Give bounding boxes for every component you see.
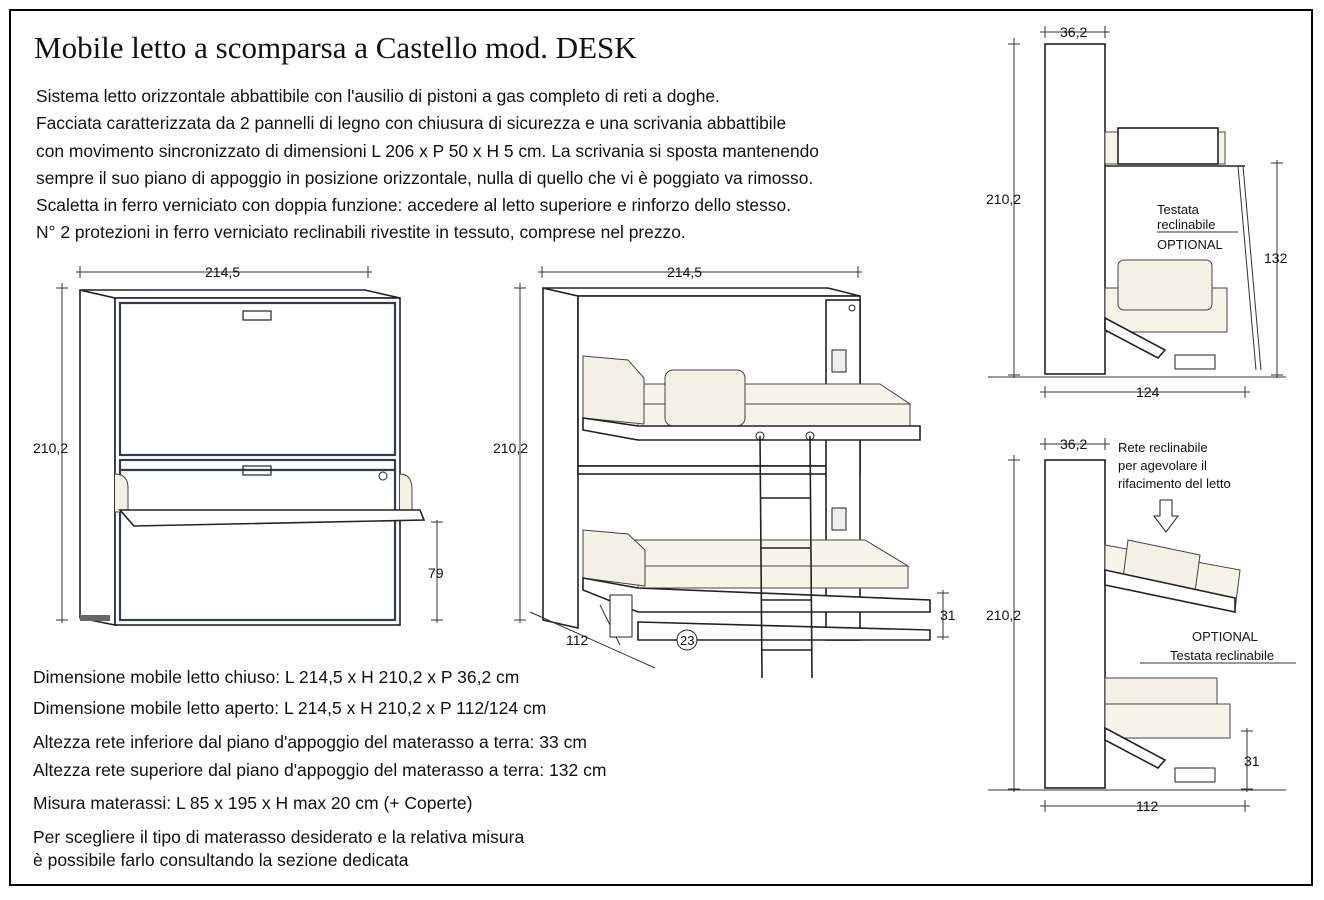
description-line: Sistema letto orizzontale abbattibile co… (36, 86, 720, 106)
spec-lower-net-height: Altezza rete inferiore dal piano d'appog… (33, 732, 587, 752)
page-title: Mobile letto a scomparsa a Castello mod.… (34, 30, 637, 65)
lower-side-optional-label: OPTIONAL (1192, 629, 1258, 644)
upper-side-depth-label: 36,2 (1060, 24, 1087, 40)
side-view-lower-drawing: 36,2 210,2 Rete reclinabile per agevolar… (986, 436, 1296, 814)
upper-side-label-testata: Testata (1157, 202, 1200, 217)
description-line: con movimento sincronizzato di dimension… (36, 140, 819, 161)
lower-side-depth-label: 36,2 (1060, 436, 1087, 452)
closed-cabinet-drawing: 214,5 210,2 79 (33, 264, 444, 626)
lower-side-note-line1: Rete reclinabile (1118, 440, 1208, 455)
mattress-note-line: è possibile farlo consultando la sezione… (33, 850, 409, 870)
mattress-note-line: Per scegliere il tipo di materasso desid… (33, 827, 525, 847)
spec-open-dimensions: Dimensione mobile letto aperto: L 214,5 … (33, 698, 547, 718)
description-line: sempre il suo piano di appoggio in posiz… (36, 167, 814, 188)
closed-height-label: 210,2 (33, 440, 68, 456)
lower-side-note-line2: per agevolare il (1118, 458, 1207, 473)
side-view-upper-drawing: 36,2 210,2 132 124 Testata reclinabile O… (986, 24, 1288, 400)
open-bunk-drawing: 214,5 210,2 23 (493, 264, 956, 679)
open-height-label: 210,2 (493, 440, 528, 456)
ladder-step-label: 23 (680, 633, 694, 648)
upper-side-height-label: 210,2 (986, 191, 1021, 207)
down-arrow-icon (1153, 499, 1179, 533)
open-depth-label: 112 (566, 632, 589, 648)
spec-mattress-size: Misura materassi: L 85 x 195 x H max 20 … (33, 793, 473, 813)
lower-net-label: 31 (940, 607, 956, 623)
desk-height-label: 79 (428, 565, 444, 581)
spec-upper-net-height: Altezza rete superiore dal piano d'appog… (33, 760, 607, 780)
upper-side-label-reclinabile: reclinabile (1157, 217, 1216, 232)
upper-side-open-depth-label: 124 (1136, 384, 1160, 400)
upper-side-bed-height-label: 132 (1264, 250, 1288, 266)
page-frame (9, 9, 1313, 886)
lower-side-net-label: 31 (1244, 753, 1260, 769)
spec-closed-dimensions: Dimensione mobile letto chiuso: L 214,5 … (33, 667, 520, 687)
upper-side-label-optional: OPTIONAL (1157, 237, 1223, 252)
lower-side-height-label: 210,2 (986, 607, 1021, 623)
lower-side-open-depth-label: 112 (1136, 798, 1159, 814)
description-line: N° 2 protezioni in ferro verniciato recl… (36, 222, 686, 243)
description-line: Facciata caratterizzata da 2 pannelli di… (36, 113, 787, 134)
mattress-note: Per scegliere il tipo di materasso desid… (33, 826, 524, 872)
description-block: Sistema letto orizzontale abbattibile co… (36, 83, 819, 247)
closed-width-label: 214,5 (205, 264, 240, 280)
open-width-label: 214,5 (667, 264, 702, 280)
lower-side-note-line3: rifacimento del letto (1118, 476, 1231, 491)
lower-side-headboard-label: Testata reclinabile (1170, 648, 1274, 663)
description-line: Scaletta in ferro verniciato con doppia … (36, 195, 791, 216)
